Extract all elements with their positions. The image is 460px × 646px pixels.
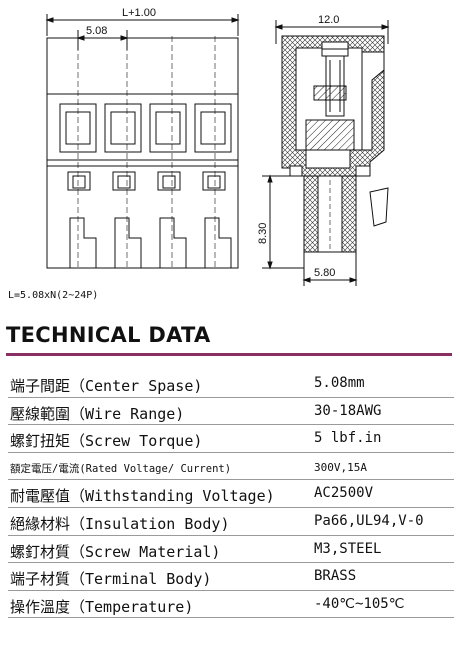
spec-value: 30-18AWG: [314, 402, 382, 419]
spec-value: Pa66,UL94,V-0: [314, 512, 424, 529]
spec-value: 5.08mm: [314, 375, 365, 391]
spec-table: 端子間距（Center Spase) 5.08mm 壓線範圍（Wire Rang…: [8, 370, 454, 619]
front-view: [45, 14, 240, 269]
pin-slots: [69, 217, 232, 268]
spec-label: 操作溫度（Temperature): [10, 597, 194, 616]
spec-label: 端子間距（Center Spase): [10, 377, 203, 395]
dim-width-label: 12.0: [318, 14, 339, 26]
side-view: [262, 20, 390, 286]
spec-row-wire-range: 壓線範圍（Wire Range) 30-18AWG: [8, 398, 454, 426]
spec-label: 端子材質（Terminal Body): [10, 570, 212, 589]
spec-label: 螺釘扭矩（Screw Torque): [10, 432, 203, 451]
spec-row-screw-material: 螺釘材質（Screw Material) M3,STEEL: [8, 536, 454, 564]
dim-pitch-label: 5.08: [86, 25, 107, 37]
spec-row-screw-torque: 螺釘扭矩（Screw Torque) 5 lbf.in: [8, 425, 454, 453]
spec-row-rated-voltage-current: 額定電压/電流(Rated Voltage/ Current) 300V,15A: [8, 453, 454, 481]
spec-row-insulation-body: 絕緣材料（Insulation Body) Pa66,UL94,V-0: [8, 508, 454, 536]
spec-value: -40℃~105℃: [314, 595, 405, 612]
wire-entries: [67, 171, 226, 191]
dim-base-label: 5.80: [314, 267, 335, 279]
screw-windows: [59, 103, 232, 153]
spec-value: AC2500V: [314, 485, 374, 502]
spec-row-withstanding-voltage: 耐電壓值（Withstanding Voltage) AC2500V: [8, 480, 454, 508]
spec-value: 5 lbf.in: [314, 430, 382, 447]
dim-total-label: L+1.00: [122, 7, 156, 19]
spec-label: 螺釘材質（Screw Material): [10, 542, 221, 561]
spec-row-temperature: 操作溫度（Temperature) -40℃~105℃: [8, 591, 454, 619]
technical-drawing: L+1.00 5.08 12.0 8.30 5.80: [45, 7, 390, 286]
spec-label: 額定電压/電流(Rated Voltage/ Current): [10, 462, 232, 475]
spec-value: BRASS: [314, 568, 357, 585]
spec-label: 絕緣材料（Insulation Body): [10, 514, 230, 533]
spec-value: 300V,15A: [314, 460, 367, 474]
spec-label: 壓線範圍（Wire Range): [10, 404, 185, 423]
spec-label: 耐電壓值（Withstanding Voltage): [10, 487, 275, 506]
spec-row-terminal-body: 端子材質（Terminal Body) BRASS: [8, 563, 454, 591]
spec-row-center-spacing: 端子間距（Center Spase) 5.08mm: [8, 370, 454, 398]
spec-value: M3,STEEL: [314, 540, 382, 557]
pitch-formula: L=5.08xN(2~24P): [8, 290, 99, 301]
section-title: TECHNICAL DATA: [6, 323, 211, 347]
dim-height-label: 8.30: [257, 223, 269, 244]
title-divider: [6, 353, 452, 356]
